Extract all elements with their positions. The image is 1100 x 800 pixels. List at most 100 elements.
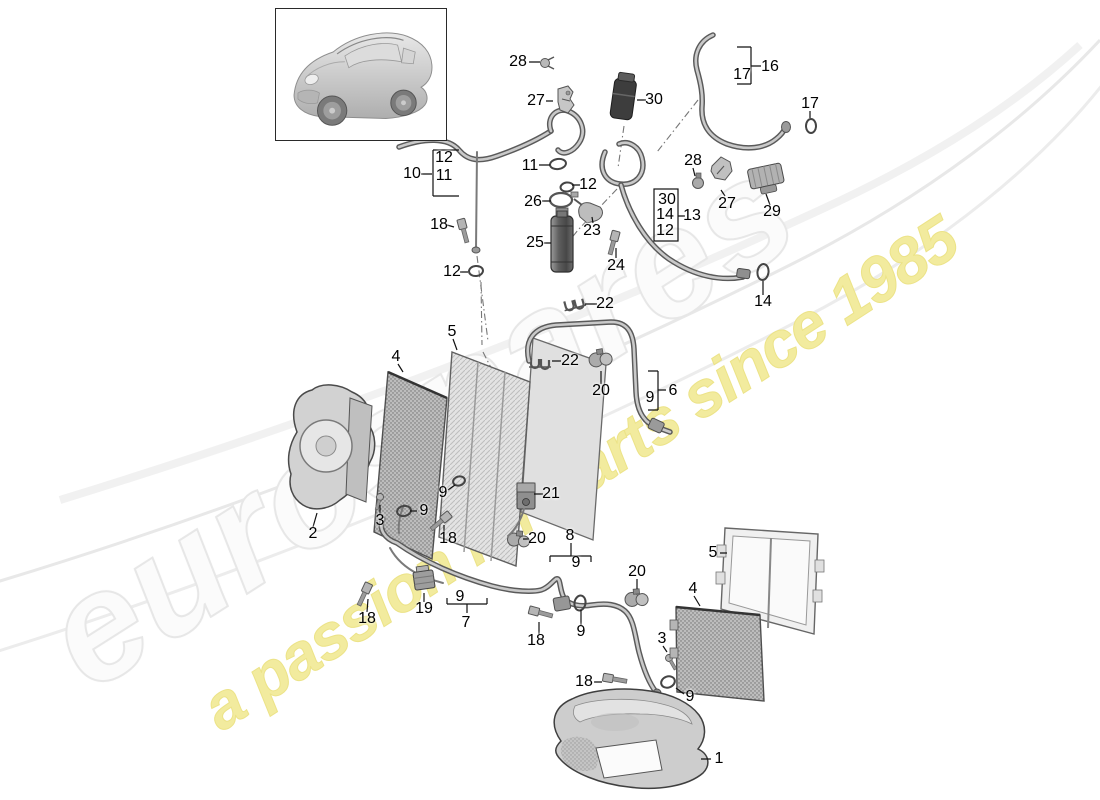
callout-30: 30 xyxy=(658,191,676,208)
part-19-clamp xyxy=(412,564,436,591)
part-21-valve xyxy=(516,482,536,510)
callout-12: 12 xyxy=(435,149,453,166)
callout-29: 29 xyxy=(763,203,781,220)
part-9-seal-ring-d xyxy=(660,675,676,689)
part-3-screw-a xyxy=(374,493,384,511)
callout-9: 9 xyxy=(419,502,429,519)
part-20-clamp-a xyxy=(588,348,613,368)
callout-27: 27 xyxy=(527,92,545,109)
part-1-air-duct xyxy=(553,688,709,790)
callout-27: 27 xyxy=(718,195,736,212)
part-22-clip-b xyxy=(529,358,551,371)
callout-11: 11 xyxy=(435,167,453,184)
callout-11: 11 xyxy=(521,157,539,174)
callout-12: 12 xyxy=(656,222,674,239)
callout-20: 20 xyxy=(528,530,546,547)
callout-12: 12 xyxy=(443,263,461,280)
callout-5: 5 xyxy=(447,323,457,340)
callout-22: 22 xyxy=(596,295,614,312)
callout-2: 2 xyxy=(308,525,318,542)
part-11-seal-ring xyxy=(549,157,567,171)
grouped-parts-box xyxy=(653,188,679,242)
part-12-seal-ring-b xyxy=(468,264,484,278)
part-27-bracket-top xyxy=(557,85,575,114)
part-23-bracket xyxy=(573,198,603,224)
part-22-clip-a xyxy=(563,298,587,312)
callout-19: 19 xyxy=(415,600,433,617)
part-25-receiver-drier-assembly xyxy=(547,107,586,273)
part-16-17-pipe xyxy=(693,32,817,151)
part-27-bracket-mid xyxy=(710,156,733,181)
part-30-pressure-valve xyxy=(609,71,637,121)
part-5-radiator-middle xyxy=(438,337,607,567)
callout-4: 4 xyxy=(688,580,698,597)
callout-3: 3 xyxy=(657,630,667,647)
callout-28: 28 xyxy=(509,53,527,70)
callout-24: 24 xyxy=(607,257,625,274)
part-18-bolt-d xyxy=(527,605,554,619)
part-13-hose xyxy=(599,140,770,282)
callout-7: 7 xyxy=(461,614,471,631)
callout-16: 16 xyxy=(761,58,779,75)
part-26-clamp xyxy=(548,191,574,209)
callout-25: 25 xyxy=(526,234,544,251)
callout-13: 13 xyxy=(683,207,701,224)
part-28-clamp-top xyxy=(540,56,555,70)
callout-18: 18 xyxy=(430,216,448,233)
part-2-fan-shroud xyxy=(287,384,376,510)
part-18-bolt-b xyxy=(429,510,453,532)
part-5-radiator-frame xyxy=(715,527,825,635)
callout-1: 1 xyxy=(714,750,724,767)
part-4-condenser-right xyxy=(669,605,765,702)
callout-6: 6 xyxy=(668,382,678,399)
part-28-clamp-mid xyxy=(692,172,704,189)
vehicle-illustration xyxy=(293,32,433,126)
part-24-bolt xyxy=(607,229,621,256)
part-9-seal-ring-a xyxy=(452,475,466,487)
part-14-seal-ring xyxy=(756,263,770,281)
vehicle-thumbnail-box xyxy=(275,8,447,141)
part-18-bolt-a xyxy=(456,217,470,244)
callout-5: 5 xyxy=(708,544,718,561)
part-12-seal-ring xyxy=(559,181,575,193)
callout-23: 23 xyxy=(583,222,601,239)
part-18-bolt-c xyxy=(356,581,373,607)
callout-10: 10 xyxy=(403,165,421,182)
callout-9: 9 xyxy=(455,588,465,605)
part-17-seal-ring xyxy=(805,118,817,134)
part-25-drier-cylinder xyxy=(550,210,574,273)
callout-18: 18 xyxy=(527,632,545,649)
callout-28: 28 xyxy=(684,152,702,169)
part-18-bolt-e xyxy=(602,672,628,684)
callout-14: 14 xyxy=(754,293,772,310)
callout-14: 14 xyxy=(656,206,674,223)
part-29-valve-block xyxy=(747,162,785,195)
leader-lines xyxy=(312,46,811,760)
callout-9: 9 xyxy=(576,623,586,640)
callout-30: 30 xyxy=(645,91,663,108)
callout-18: 18 xyxy=(439,530,457,547)
part-9-seal-ring-c xyxy=(573,594,587,612)
callout-18: 18 xyxy=(575,673,593,690)
callout-9: 9 xyxy=(571,554,581,571)
part-20-clamp-c xyxy=(624,588,649,607)
callout-8: 8 xyxy=(565,527,575,544)
part-7-8-pipe xyxy=(378,504,662,698)
callout-20: 20 xyxy=(628,563,646,580)
part-9-seal-ring-b xyxy=(396,504,412,518)
callout-17: 17 xyxy=(801,95,819,112)
callout-21: 21 xyxy=(542,485,560,502)
callout-18: 18 xyxy=(358,610,376,627)
callout-12: 12 xyxy=(579,176,597,193)
callout-9: 9 xyxy=(438,484,448,501)
callout-4: 4 xyxy=(391,348,401,365)
part-4-condenser-middle xyxy=(373,370,448,561)
part-6-pipe xyxy=(525,319,673,435)
callout-17: 17 xyxy=(733,66,751,83)
callout-9: 9 xyxy=(645,389,655,406)
callout-9: 9 xyxy=(685,688,695,705)
callout-26: 26 xyxy=(524,193,542,210)
